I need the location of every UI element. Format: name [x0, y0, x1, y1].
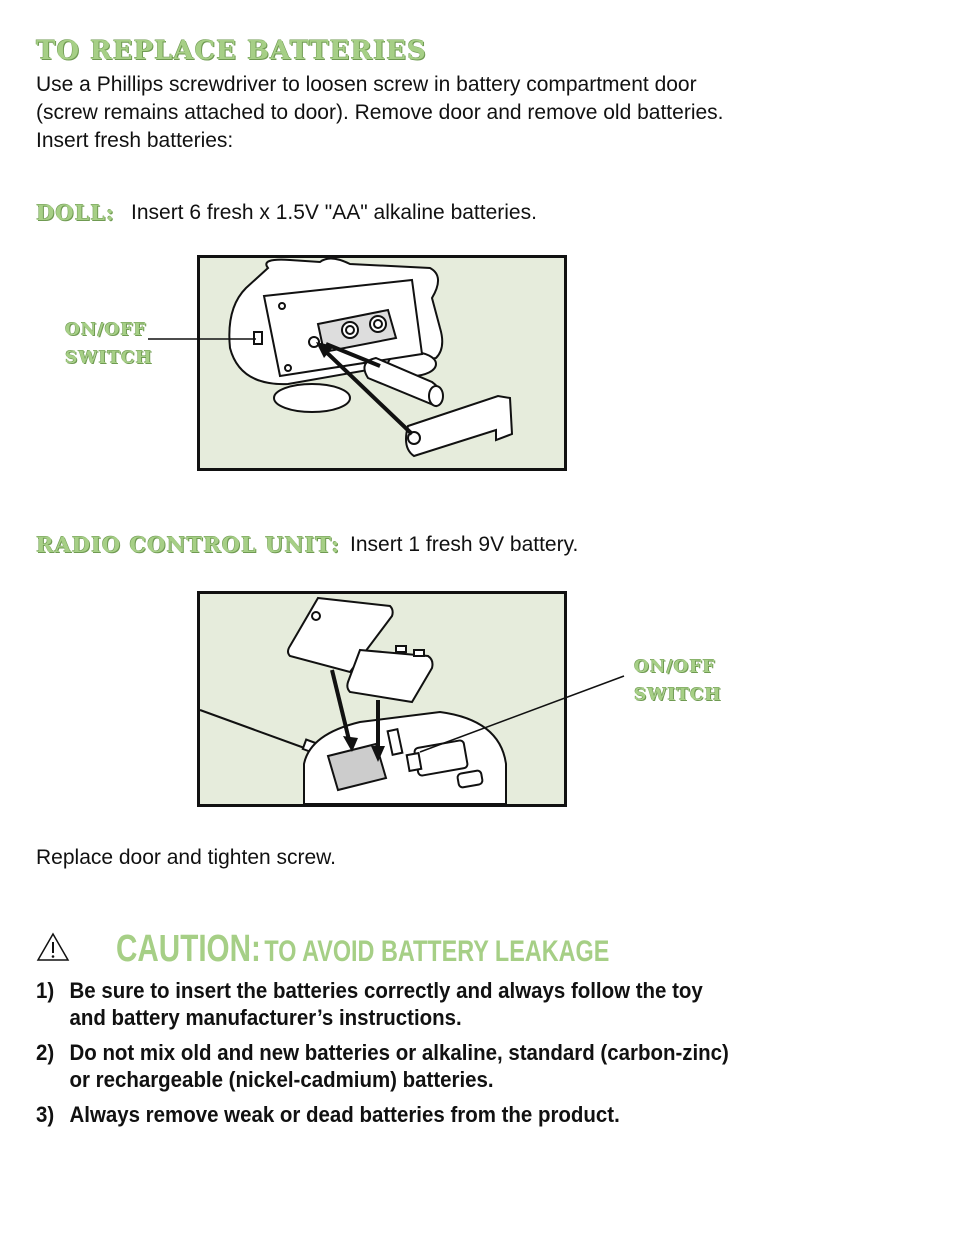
- switch-label-line1: ON/OFF: [634, 657, 716, 677]
- switch-label-line2: SWITCH: [634, 685, 722, 705]
- radio-battery-illustration: [197, 591, 567, 807]
- caution-item-number: 3): [36, 1102, 55, 1127]
- doll-instruction: Insert 6 fresh x 1.5V "AA" alkaline batt…: [131, 201, 537, 224]
- warning-triangle-icon: [36, 932, 70, 961]
- replace-door-instruction: Replace door and tighten screw.: [36, 846, 337, 869]
- radio-illustration-svg: [200, 596, 507, 804]
- doll-illustration-svg: [228, 258, 514, 458]
- caution-subtitle: TO AVOID BATTERY LEAKAGE: [264, 935, 610, 968]
- caution-item-text: Always remove weak or dead batteries fro…: [69, 1102, 620, 1127]
- radio-switch-label: ON/OFF SWITCH: [634, 653, 722, 709]
- switch-label-line2: SWITCH: [65, 348, 153, 368]
- doll-switch-label: ON/OFF SWITCH: [65, 316, 153, 372]
- caution-item: 3) Always remove weak or dead batteries f…: [36, 1101, 743, 1128]
- caution-heading: CAUTION: TO AVOID BATTERY LEAKAGE: [116, 928, 609, 971]
- radio-control-heading: RADIO CONTROL UNIT:: [36, 532, 340, 557]
- doll-switch-leader-line: [148, 338, 256, 340]
- caution-item: 2) Do not mix old and new batteries or al…: [36, 1039, 743, 1093]
- caution-word: CAUTION:: [116, 928, 261, 970]
- caution-item: 1) Be sure to insert the batteries correc…: [36, 977, 743, 1031]
- intro-paragraph: Use a Phillips screwdriver to loosen scr…: [36, 73, 724, 152]
- caution-item-number: 2): [36, 1040, 55, 1065]
- radio-switch-leader-line: [419, 675, 625, 753]
- page-title: TO REPLACE BATTERIES: [36, 36, 427, 66]
- caution-item-number: 1): [36, 978, 55, 1003]
- switch-label-line1: ON/OFF: [65, 320, 147, 340]
- caution-item-text: Be sure to insert the batteries correctl…: [69, 978, 703, 1030]
- radio-control-instruction: Insert 1 fresh 9V battery.: [350, 533, 579, 556]
- doll-battery-illustration: [197, 255, 567, 471]
- doll-heading: DOLL:: [36, 200, 115, 225]
- caution-item-text: Do not mix old and new batteries or alka…: [69, 1040, 729, 1092]
